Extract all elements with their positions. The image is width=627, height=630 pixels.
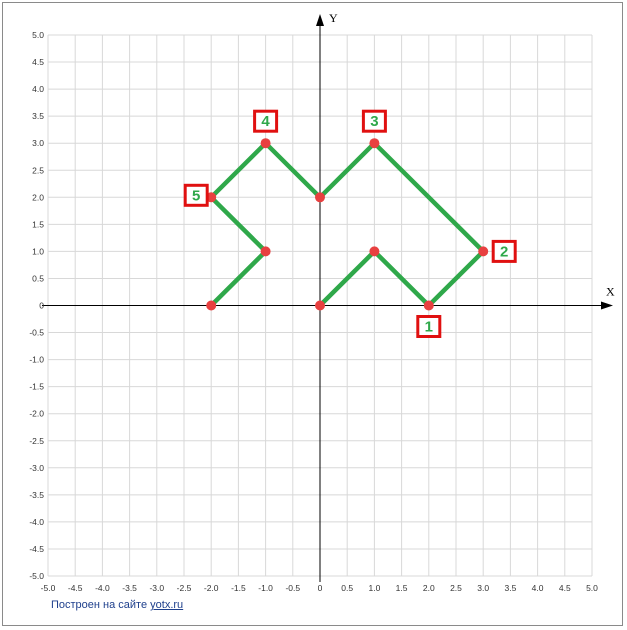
point-label-4: 4: [253, 109, 279, 133]
x-tick-label: 3.0: [477, 583, 489, 593]
site-credit: Построен на сайте yotx.ru: [51, 599, 183, 611]
y-tick-label: -0.5: [29, 328, 44, 338]
label-number: 5: [192, 187, 200, 204]
label-number: 1: [425, 319, 433, 336]
x-tick-label: -4.0: [95, 583, 110, 593]
x-tick-label: -1.5: [231, 583, 246, 593]
y-tick-label: 1.0: [32, 246, 44, 256]
y-tick-label: -3.5: [29, 490, 44, 500]
data-point: [206, 300, 217, 311]
label-number: 2: [500, 243, 508, 260]
y-tick-label: 5.0: [32, 30, 44, 40]
y-tick-label: -1.0: [29, 355, 44, 365]
y-tick-label: -4.0: [29, 517, 44, 527]
y-tick-label: 1.5: [32, 219, 44, 229]
y-tick-label: 4.0: [32, 84, 44, 94]
x-tick-label: -3.0: [149, 583, 164, 593]
x-tick-label: -0.5: [285, 583, 300, 593]
label-box: [183, 183, 209, 207]
y-tick-label: 4.5: [32, 57, 44, 67]
data-point: [423, 300, 434, 311]
label-number: 3: [370, 113, 378, 130]
point-label-2: 2: [491, 239, 517, 263]
x-tick-label: -5.0: [41, 583, 56, 593]
y-tick-label: -5.0: [29, 571, 44, 581]
x-tick-label: 0: [318, 583, 323, 593]
x-tick-label: 1.0: [368, 583, 380, 593]
x-tick-label: 4.0: [532, 583, 544, 593]
label-box: [361, 109, 387, 133]
x-axis-arrow: [601, 301, 613, 310]
data-point: [315, 300, 325, 311]
y-tick-label: 2.0: [32, 192, 44, 202]
series-line: [208, 140, 486, 308]
x-tick-label: 2.0: [423, 583, 435, 593]
y-tick-label: 3.0: [32, 138, 44, 148]
x-tick-label: 2.5: [450, 583, 462, 593]
data-point: [478, 246, 489, 257]
label-box: [253, 109, 279, 133]
label-box: [416, 315, 442, 338]
point-label-5: 5: [183, 183, 209, 207]
y-tick-label: -1.5: [29, 382, 44, 392]
x-tick-label: 1.5: [396, 583, 408, 593]
data-point: [369, 138, 380, 149]
x-tick-label: -2.0: [204, 583, 219, 593]
data-point: [260, 138, 271, 149]
point-label-1: 1: [416, 315, 442, 338]
x-tick-label: 5.0: [586, 583, 598, 593]
x-tick-label: -1.0: [258, 583, 273, 593]
y-axis-label: Y: [329, 11, 338, 25]
point-label-3: 3: [361, 109, 387, 133]
x-tick-label: -3.5: [122, 583, 137, 593]
label-number: 4: [261, 113, 270, 130]
data-point: [315, 192, 325, 203]
label-box: [491, 239, 517, 263]
credit-link[interactable]: yotx.ru: [150, 599, 184, 611]
x-tick-label: 3.5: [504, 583, 516, 593]
y-tick-label: -2.0: [29, 409, 44, 419]
y-tick-label: 2.5: [32, 165, 44, 175]
x-tick-label: -4.5: [68, 583, 83, 593]
y-tick-label: 0: [39, 301, 44, 311]
tick-labels: -5.0 -4.5 -4.0 -3.5 -3.0 -2.5 -2.0 -1.5 -1.0 -0.5…: [29, 30, 598, 593]
y-tick-label: 0.5: [32, 273, 44, 283]
y-tick-label: -4.5: [29, 544, 44, 554]
x-tick-label: -2.5: [177, 583, 192, 593]
data-point: [260, 246, 271, 257]
y-tick-label: 3.5: [32, 111, 44, 121]
credit-text: Построен на сайте: [51, 599, 151, 611]
y-tick-label: -2.5: [29, 436, 44, 446]
data-point: [369, 246, 380, 257]
y-tick-label: -3.0: [29, 463, 44, 473]
x-tick-label: 4.5: [559, 583, 571, 593]
x-tick-label: 0.5: [341, 583, 353, 593]
chart-svg: X Y -5.0 -4.5 -4.0 -3.5 -3.0 -2.5 -2.0 -1.5 -1.0 -0…: [29, 11, 615, 593]
y-axis-arrow: [316, 14, 324, 26]
x-axis-label: X: [606, 285, 615, 299]
